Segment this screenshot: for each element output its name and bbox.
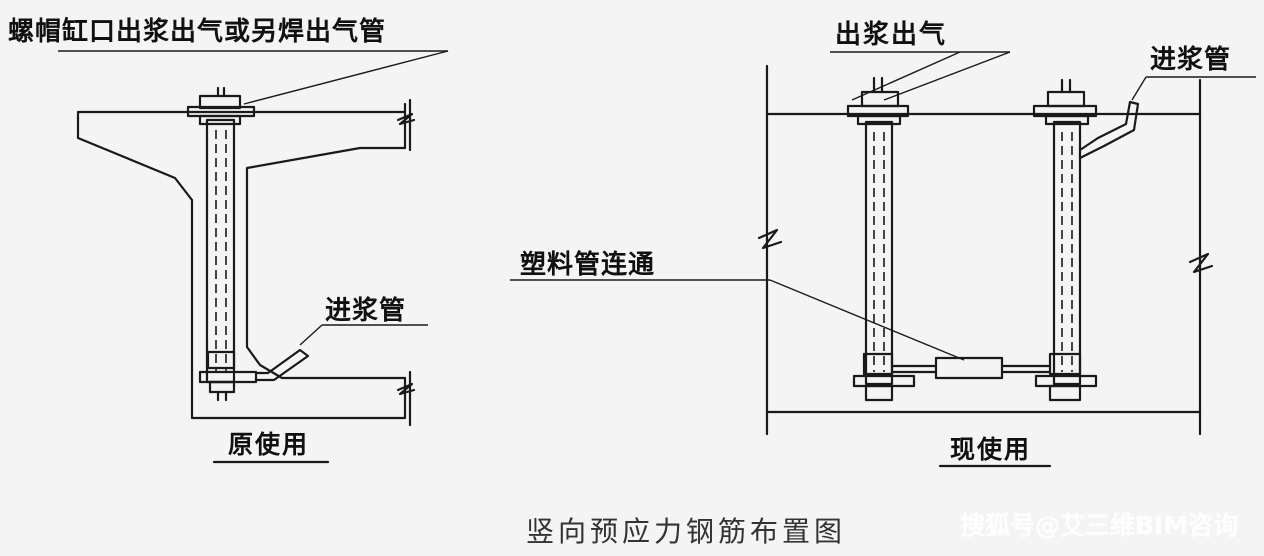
anchor-vent-label: 螺帽缸口出浆出气或另焊出气管 [8, 17, 387, 47]
grout-inlet-label-right: 进浆管 [1150, 45, 1232, 75]
original-use-label: 原使用 [228, 430, 310, 459]
current-use-label: 现使用 [950, 435, 1032, 464]
plastic-tube-label: 塑料管连通 [520, 250, 656, 280]
grout-vent-label: 出浆出气 [835, 20, 948, 50]
grout-inlet-label-left: 进浆管 [325, 296, 407, 326]
watermark: 搜狐号@艾三维BIM咨询 [960, 511, 1239, 540]
figure-caption: 竖向预应力钢筋布置图 [526, 515, 847, 548]
current-layout-section [510, 51, 1256, 468]
original-beam-section [58, 50, 449, 464]
